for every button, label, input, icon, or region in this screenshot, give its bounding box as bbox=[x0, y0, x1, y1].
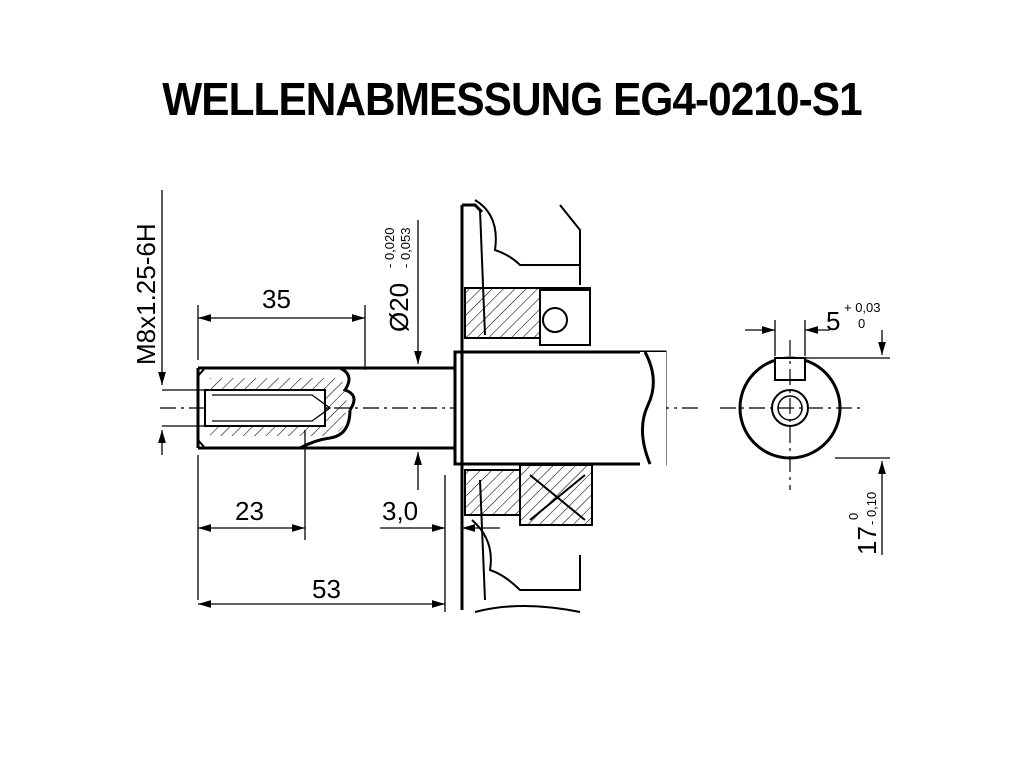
diameter-tol-lower: - 0,053 bbox=[398, 228, 413, 268]
shaft-section-view bbox=[720, 340, 865, 490]
bearing-housing bbox=[460, 199, 593, 613]
dim-53: 53 bbox=[312, 574, 341, 604]
height-tol-upper: 0 bbox=[846, 513, 861, 520]
dim-3: 3,0 bbox=[382, 496, 418, 526]
shaft-end bbox=[196, 366, 455, 450]
dim-35: 35 bbox=[262, 284, 291, 314]
shaft-main bbox=[453, 350, 667, 466]
dimension-lines bbox=[158, 190, 890, 612]
diameter-tol-upper: - 0,020 bbox=[382, 228, 397, 268]
key-tol-upper: + 0,03 bbox=[844, 300, 881, 315]
height-tol-lower: - 0,10 bbox=[864, 492, 879, 525]
dim-key-width: 5 bbox=[826, 306, 840, 336]
thread-label: M8x1.25-6H bbox=[131, 223, 161, 365]
dim-key-height: 17 bbox=[852, 526, 882, 555]
drawing-title: WELLENABMESSUNG EG4-0210-S1 bbox=[162, 73, 862, 125]
dim-23: 23 bbox=[235, 496, 264, 526]
key-tol-lower: 0 bbox=[858, 316, 865, 331]
dim-diameter: Ø20 bbox=[384, 283, 414, 332]
